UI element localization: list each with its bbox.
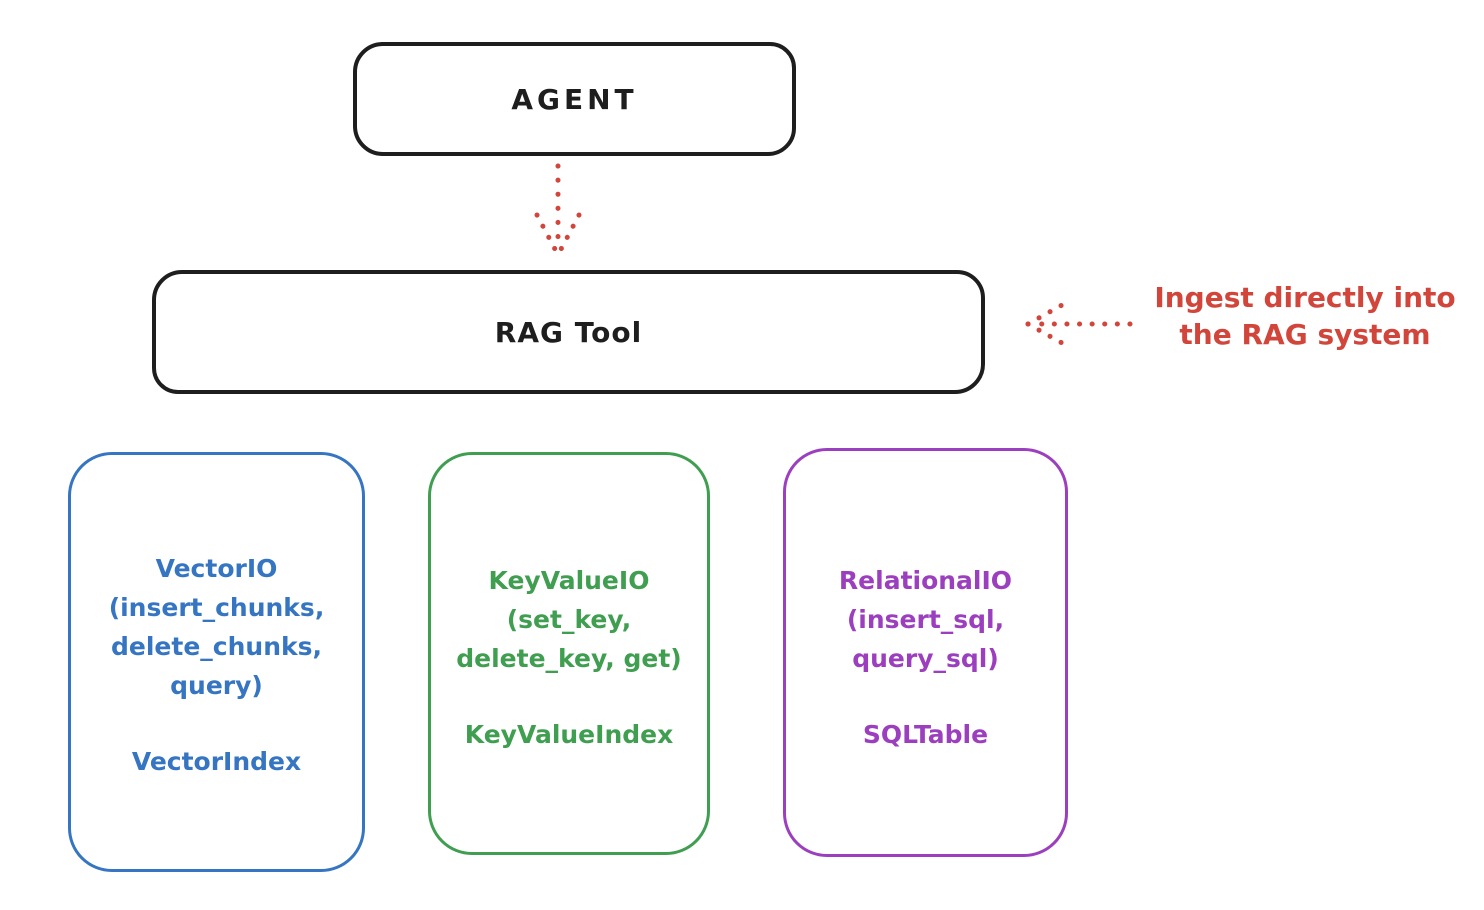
agent-box: AGENT — [353, 42, 796, 156]
agent-label: AGENT — [511, 82, 638, 116]
rag-tool-box: RAG Tool — [152, 270, 985, 394]
vector-io-title-line: VectorIO — [155, 554, 278, 583]
relational-io-box: RelationalIO (insert_sql, query_sql) SQL… — [783, 448, 1068, 857]
relational-io-title-line: query_sql) — [852, 644, 999, 673]
agent-to-rag-arrow-icon — [534, 163, 582, 256]
ingest-arrow-icon — [1025, 302, 1133, 346]
sql-table-label: SQLTable — [862, 720, 989, 749]
ingest-annotation-line-2: the RAG system — [1179, 318, 1431, 351]
keyvalue-io-title-line: delete_key, get) — [456, 644, 682, 673]
vector-io-title-line: delete_chunks, — [111, 632, 322, 661]
relational-io-title-line: RelationalIO — [838, 566, 1013, 595]
ingest-annotation: Ingest directly into the RAG system — [1130, 279, 1480, 353]
keyvalue-io-title-line: (set_key, — [506, 605, 632, 634]
keyvalue-io-title-line: KeyValueIO — [488, 566, 650, 595]
vector-io-title-line: query) — [170, 671, 263, 700]
rag-tool-label: RAG Tool — [494, 315, 643, 349]
keyvalue-index-label: KeyValueIndex — [464, 720, 674, 749]
vector-io-box: VectorIO (insert_chunks, delete_chunks, … — [68, 452, 365, 872]
ingest-annotation-line-1: Ingest directly into — [1154, 281, 1456, 314]
relational-io-title-line: (insert_sql, — [846, 605, 1005, 634]
keyvalue-io-box: KeyValueIO (set_key, delete_key, get) Ke… — [428, 452, 710, 855]
vector-io-title-line: (insert_chunks, — [108, 593, 325, 622]
vector-index-label: VectorIndex — [131, 747, 302, 776]
